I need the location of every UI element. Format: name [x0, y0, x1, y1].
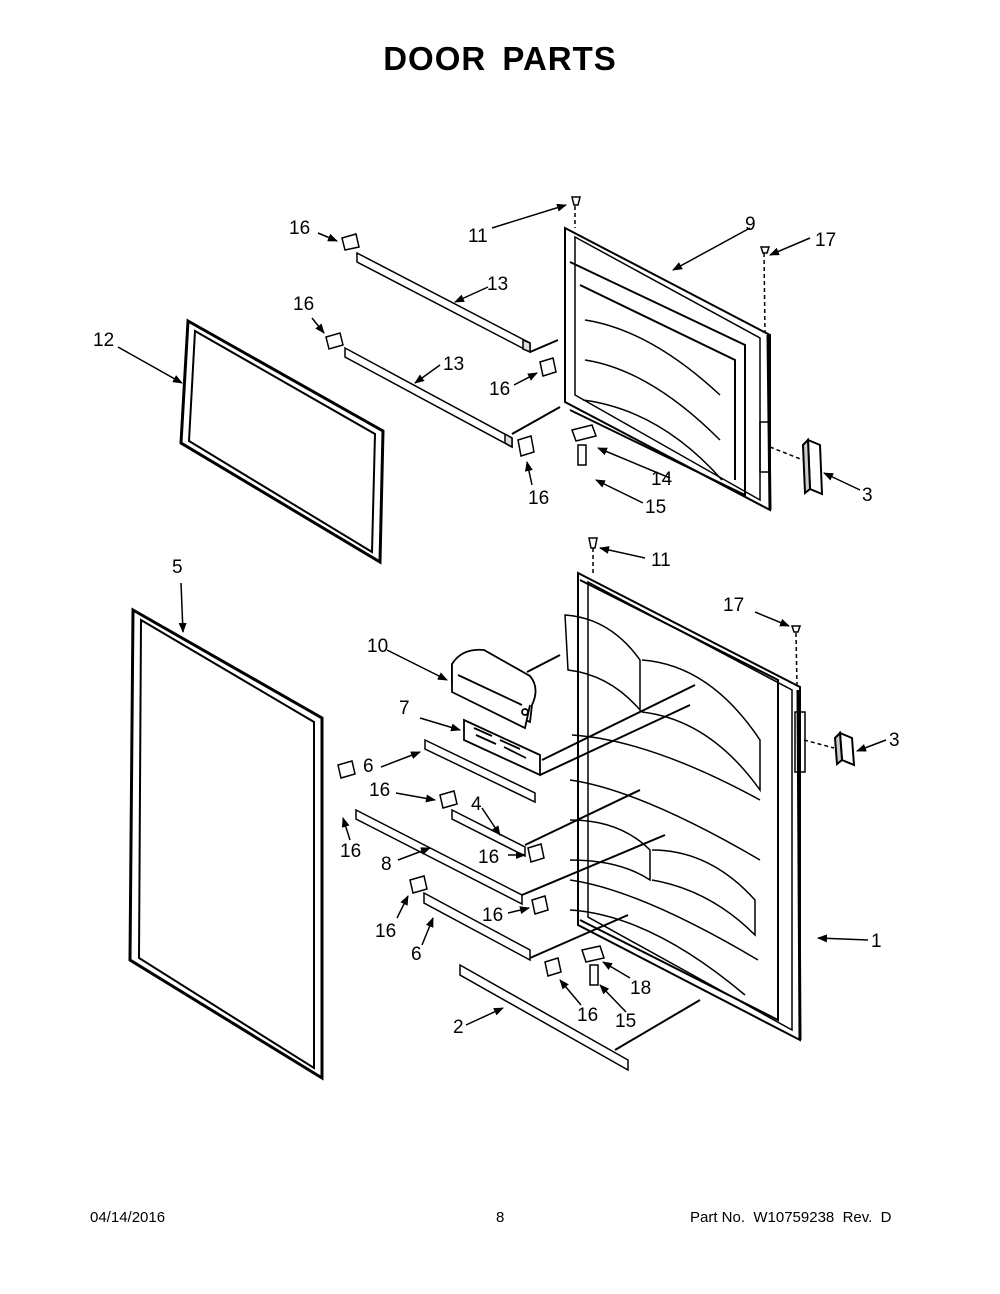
- freezer-shelf-retainer-upper: [356, 251, 531, 354]
- callout-16: 16: [293, 294, 314, 315]
- callout-8: 8: [381, 854, 392, 875]
- fresh-food-door-handle: [833, 730, 856, 767]
- callout-16: 16: [478, 847, 499, 868]
- callout-11: 11: [468, 226, 488, 247]
- callout-13: 13: [487, 274, 508, 295]
- freezer-door: [564, 226, 772, 512]
- callout-16: 16: [340, 841, 361, 862]
- callout-6: 6: [363, 756, 374, 777]
- callout-13: 13: [443, 354, 464, 375]
- callout-16: 16: [528, 488, 549, 509]
- callout-2: 2: [453, 1017, 464, 1038]
- callout-16: 16: [375, 921, 396, 942]
- callout-9: 9: [745, 214, 756, 235]
- callout-16: 16: [577, 1005, 598, 1026]
- callout-16: 16: [482, 905, 503, 926]
- door-shelf-retainers: [355, 738, 629, 1072]
- fresh-food-door-gasket: [128, 607, 324, 1081]
- callout-12: 12: [93, 330, 114, 351]
- fresh-food-hinge-parts: [581, 537, 802, 986]
- callout-18: 18: [630, 978, 651, 999]
- page-title: DOOR PARTS: [383, 40, 617, 77]
- callout-labels: 16 11 9 17 13 16 12 13 16 14 16 15 3 11 …: [93, 214, 900, 1038]
- callout-5: 5: [172, 557, 183, 578]
- freezer-shelf-retainer-lower: [344, 346, 513, 449]
- footer-page-number: 8: [496, 1209, 505, 1226]
- callout-16: 16: [289, 218, 310, 239]
- callout-17: 17: [723, 595, 744, 616]
- callout-7: 7: [399, 698, 410, 719]
- footer-date: 04/14/2016: [90, 1209, 166, 1226]
- callout-17: 17: [815, 230, 836, 251]
- callout-10: 10: [367, 636, 388, 657]
- retainer-clip-icon: [337, 760, 562, 977]
- callout-16: 16: [369, 780, 390, 801]
- callout-4: 4: [471, 794, 482, 815]
- callout-3: 3: [862, 485, 873, 506]
- freezer-hinge-parts: [571, 196, 771, 466]
- callout-6: 6: [411, 944, 422, 965]
- dairy-door: [451, 648, 537, 730]
- callout-1: 1: [871, 931, 882, 952]
- callout-14: 14: [651, 469, 673, 490]
- freezer-door-handle: [801, 437, 824, 496]
- callout-15: 15: [645, 497, 666, 518]
- freezer-door-gasket: [179, 318, 385, 565]
- callout-11: 11: [651, 550, 671, 571]
- retainer-clip-icon: [325, 233, 557, 457]
- callout-16: 16: [489, 379, 510, 400]
- callout-15: 15: [615, 1011, 636, 1032]
- callout-3: 3: [889, 730, 900, 751]
- footer-part-number: Part No. W10759238 Rev. D: [690, 1209, 892, 1226]
- fresh-food-door: [564, 571, 806, 1042]
